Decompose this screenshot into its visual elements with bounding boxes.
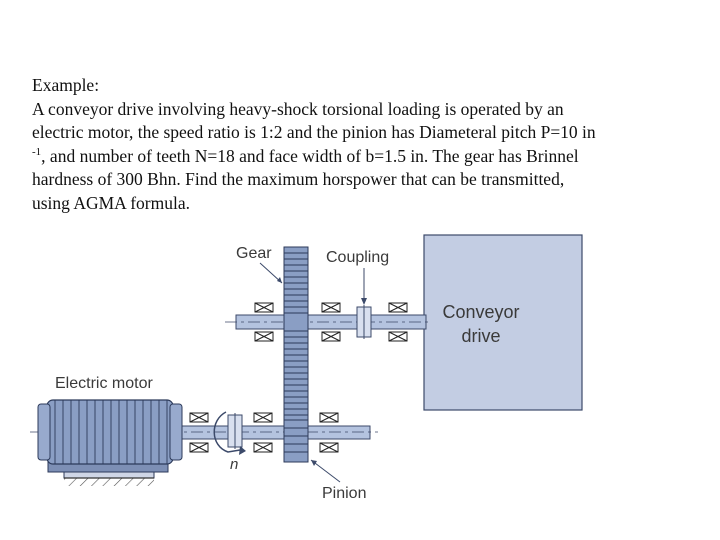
pinion-label: Pinion	[322, 485, 366, 502]
upper-bearings	[254, 302, 408, 342]
conveyor-drive-box	[423, 234, 583, 411]
rotation-arrow	[213, 411, 241, 453]
example-line-1: A conveyor drive involving heavy-shock t…	[32, 98, 564, 119]
motor-fins	[54, 400, 168, 464]
example-line-5: using AGMA formula.	[32, 192, 190, 213]
pinion	[283, 419, 309, 463]
coupling-label: Coupling	[326, 249, 389, 266]
lower-shaft	[177, 425, 371, 440]
exponent: -1	[32, 145, 42, 158]
example-heading: Example:	[32, 75, 100, 95]
gear-label: Gear	[236, 245, 272, 262]
lower-bearings	[189, 412, 339, 453]
gear-teeth	[284, 252, 308, 416]
example-line-2: electric motor, the speed ratio is 1:2 a…	[32, 122, 596, 143]
conveyor-label-line2: drive	[461, 326, 500, 346]
motor-base	[63, 471, 155, 479]
ground-hatch	[64, 478, 154, 486]
example-line-3-text: , and number of teeth N=18 and face widt…	[41, 145, 579, 166]
example-text: Example: A conveyor drive involving heav…	[32, 74, 702, 216]
speed-label: n	[230, 456, 238, 473]
electric-motor	[46, 399, 174, 465]
motor-label: Electric motor	[55, 375, 153, 392]
example-line-3: -1, and number of teeth N=18 and face wi…	[32, 145, 702, 169]
conveyor-label-line1: Conveyor	[442, 302, 519, 322]
example-line-4: hardness of 300 Bhn. Find the maximum ho…	[32, 169, 565, 190]
